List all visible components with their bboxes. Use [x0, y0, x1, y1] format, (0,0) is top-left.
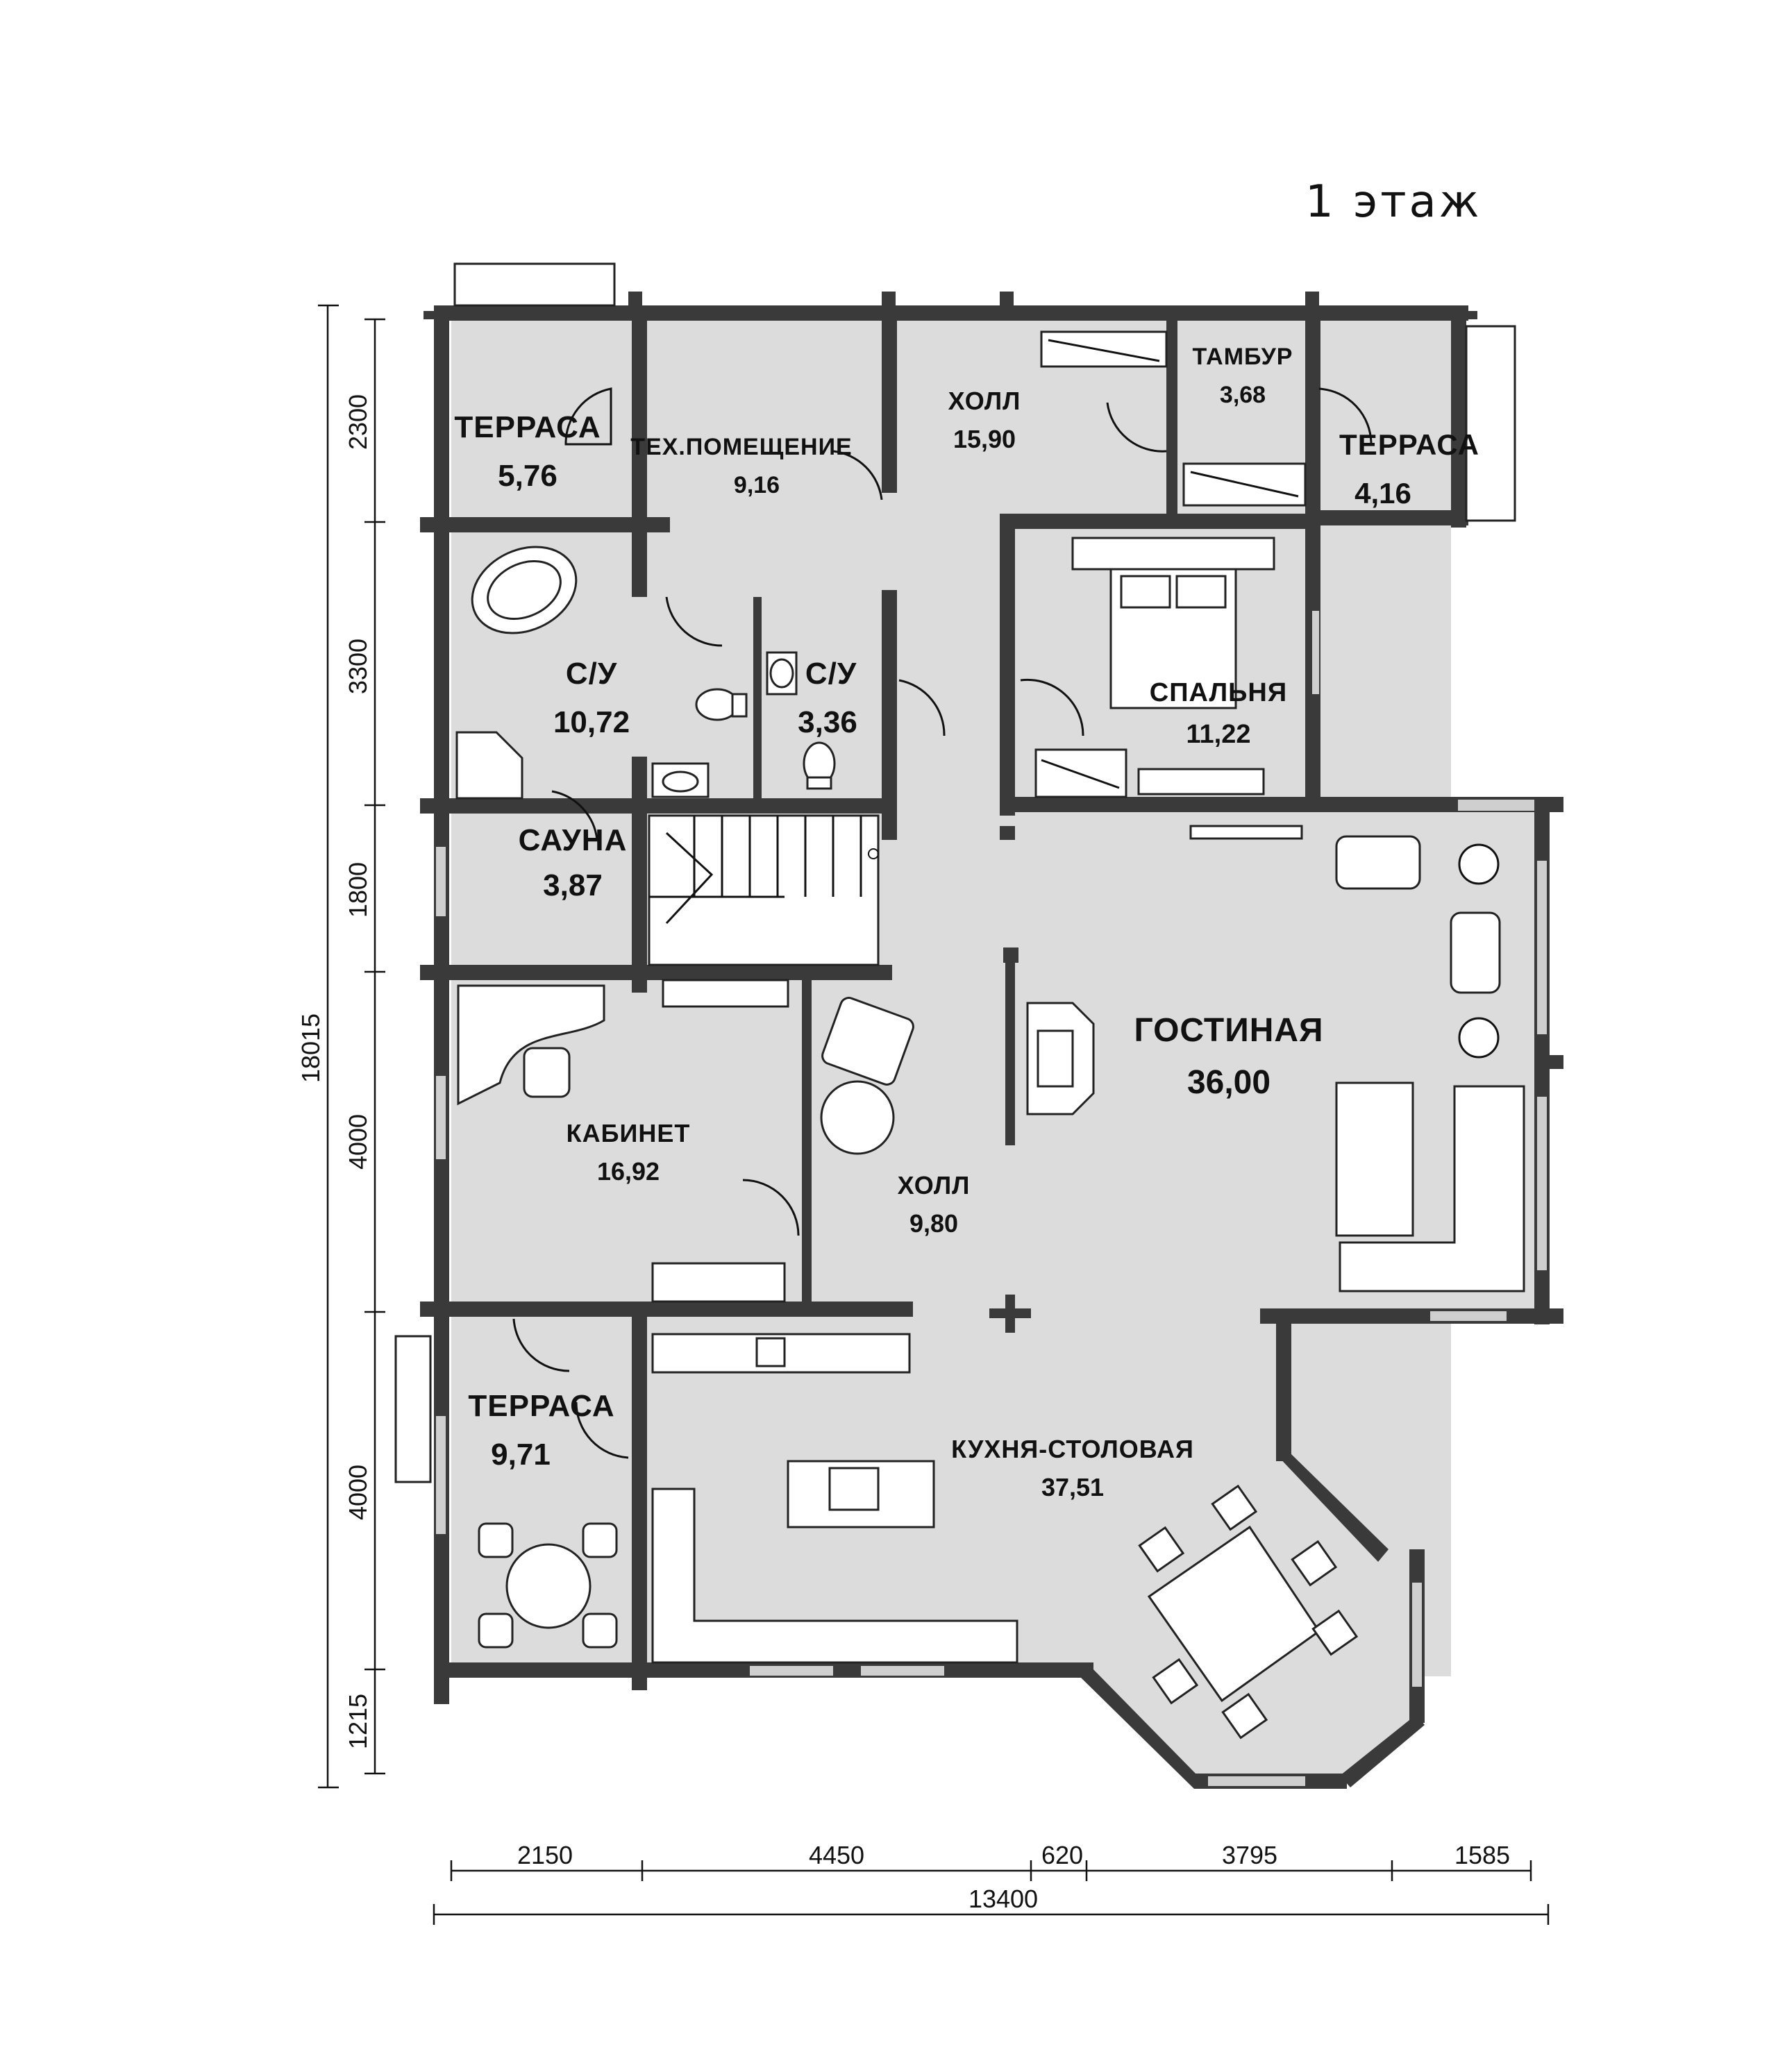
- room-label-kitchen-dining: КУХНЯ-СТОЛОВАЯ: [951, 1435, 1194, 1463]
- log-joints: [420, 292, 1563, 1690]
- doors: [512, 387, 1373, 1459]
- dim-vertical-3: 1800: [344, 862, 372, 918]
- room-label-vestibule: ТАМБУР: [1193, 344, 1293, 370]
- terrace-furniture: [394, 262, 1516, 1649]
- room-area-study: 16,92: [597, 1157, 660, 1186]
- room-labels: ТЕРРАСА 5,76 ТЕХ.ПОМЕЩЕНИЕ 9,16 ХОЛЛ 15,…: [454, 344, 1479, 1501]
- dim-vertical-1: 2300: [344, 394, 372, 450]
- floor-title: 1 этаж: [1305, 176, 1482, 228]
- room-label-bedroom: СПАЛЬНЯ: [1150, 678, 1287, 707]
- dim-horizontal-4: 3795: [1222, 1841, 1277, 1869]
- room-label-sauna: САУНА: [519, 823, 628, 857]
- dim-horizontal-5: 1585: [1454, 1841, 1510, 1869]
- room-area-terrace-ne: 4,16: [1355, 477, 1411, 509]
- horizontal-dimensions: 2150 4450 620 3795 1585 13400: [433, 1841, 1550, 1925]
- room-label-hall-south: ХОЛЛ: [898, 1171, 971, 1199]
- windows: [436, 611, 1547, 1786]
- dim-horizontal-1: 2150: [517, 1841, 573, 1869]
- fireplace: [1005, 947, 1095, 1135]
- room-label-hall-north: ХОЛЛ: [948, 387, 1021, 415]
- dim-vertical-6: 1215: [344, 1694, 372, 1749]
- room-area-vestibule: 3,68: [1220, 382, 1266, 408]
- room-label-terrace-nw: ТЕРРАСА: [454, 410, 601, 444]
- room-area-sauna: 3,87: [543, 868, 603, 902]
- room-label-terrace-sw: ТЕРРАСА: [468, 1389, 614, 1423]
- room-label-terrace-ne: ТЕРРАСА: [1339, 428, 1479, 461]
- wardrobes: [1034, 330, 1307, 798]
- room-area-bathroom-small: 3,36: [798, 705, 857, 739]
- dim-horizontal-3: 620: [1041, 1841, 1083, 1869]
- dim-vertical-total: 18015: [296, 1013, 325, 1083]
- kitchen-furniture: [651, 1333, 1359, 1740]
- room-area-bathroom-large: 10,72: [553, 705, 630, 739]
- room-area-bedroom: 11,22: [1186, 720, 1251, 749]
- bedroom-furniture: [1071, 537, 1275, 795]
- dim-horizontal-2: 4450: [809, 1841, 864, 1869]
- room-area-terrace-nw: 5,76: [498, 459, 557, 493]
- room-area-terrace-sw: 9,71: [491, 1438, 551, 1472]
- bathroom-fixtures: [455, 546, 836, 800]
- room-label-study: КАБИНЕТ: [567, 1119, 691, 1147]
- hall-study-furniture: [457, 979, 914, 1303]
- room-area-tech-room: 9,16: [734, 472, 780, 498]
- dim-vertical-2: 3300: [344, 639, 372, 694]
- room-label-living-room: ГОСТИНАЯ: [1134, 1012, 1323, 1049]
- room-label-bathroom-small: С/У: [805, 657, 857, 691]
- dim-vertical-4: 4000: [344, 1114, 372, 1170]
- dim-vertical-5: 4000: [344, 1465, 372, 1520]
- room-label-bathroom-large: С/У: [566, 657, 617, 691]
- room-area-kitchen-dining: 37,51: [1041, 1473, 1104, 1501]
- room-area-hall-north: 15,90: [953, 425, 1016, 453]
- room-area-living-room: 36,00: [1187, 1064, 1270, 1101]
- vertical-dimensions: 2300 3300 1800 4000 4000 1215 18015: [296, 304, 385, 1789]
- room-label-tech-room: ТЕХ.ПОМЕЩЕНИЕ: [630, 434, 852, 460]
- staircase: [648, 814, 880, 966]
- living-furniture: [1189, 825, 1525, 1292]
- room-area-hall-south: 9,80: [909, 1209, 958, 1238]
- dim-horizontal-total: 13400: [968, 1885, 1038, 1913]
